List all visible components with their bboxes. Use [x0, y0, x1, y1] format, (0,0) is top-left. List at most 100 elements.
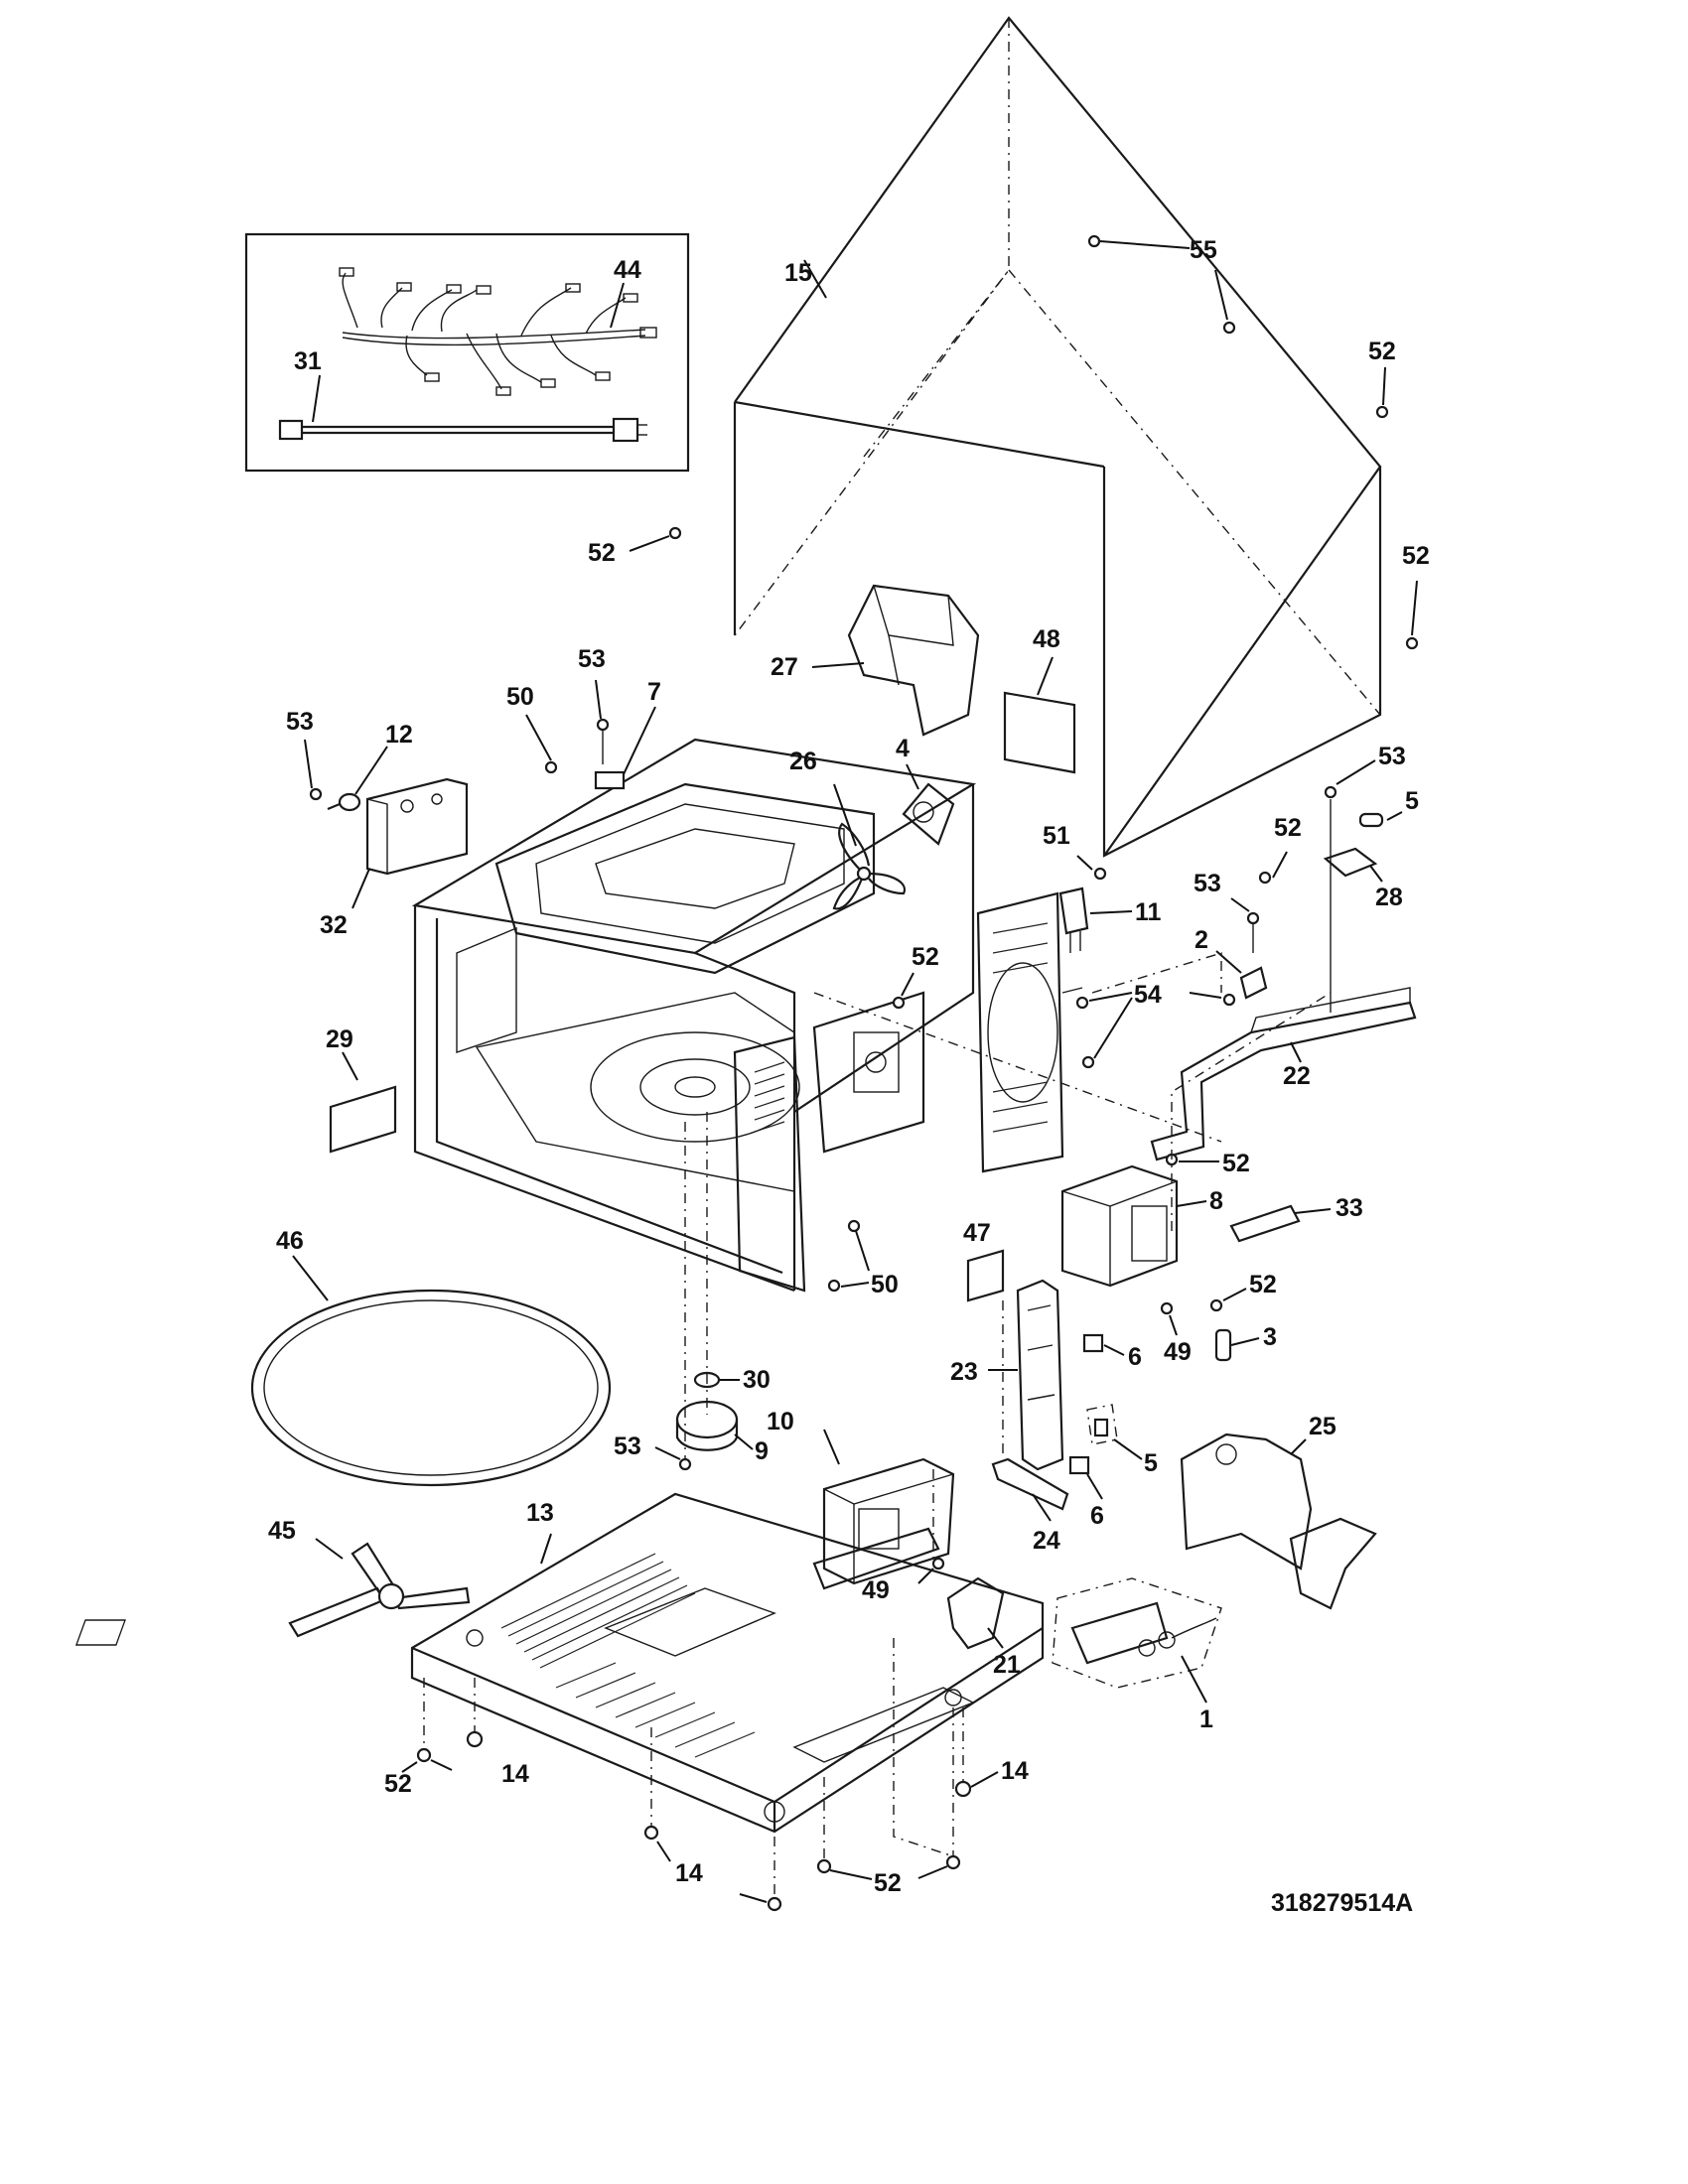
- screw-53-top: 53: [578, 645, 610, 764]
- roller-support-45: 45: [268, 1517, 471, 1638]
- callout-5-top: 5: [1405, 787, 1419, 815]
- callout-13: 13: [526, 1499, 554, 1527]
- callout-14-mid: 14: [675, 1859, 703, 1887]
- screw-50-bottom: 50: [827, 1219, 899, 1298]
- callout-32: 32: [320, 911, 348, 939]
- callout-7: 7: [647, 678, 661, 706]
- drawing-number: 318279514A: [1271, 1889, 1413, 1917]
- callout-14-right: 14: [1001, 1757, 1029, 1785]
- screw-50-top: 50: [506, 683, 558, 774]
- screw-55-side: [1214, 269, 1236, 335]
- callout-50-bottom: 50: [871, 1271, 899, 1298]
- noise-filter-11: 11: [1058, 887, 1162, 953]
- callout-10: 10: [767, 1408, 794, 1435]
- base-plate: 13: [74, 1492, 1045, 1834]
- callout-52-base-left: 52: [384, 1770, 412, 1798]
- callout-31: 31: [294, 347, 322, 375]
- oven-cavity: [411, 738, 1083, 1293]
- label-29: 29: [326, 1025, 397, 1154]
- callout-23: 23: [950, 1358, 978, 1386]
- screw-52-bracket: 52: [1165, 1150, 1250, 1177]
- wire-harness: [339, 267, 657, 396]
- callout-52-cabinet-right: 52: [1402, 542, 1430, 570]
- switch-2: 2: [1195, 926, 1268, 1000]
- callout-49-right: 49: [1164, 1338, 1192, 1366]
- capacitor-1: 1: [1052, 1577, 1222, 1733]
- base-vent-grille-bottom: [555, 1662, 756, 1758]
- callout-11: 11: [1135, 898, 1162, 926]
- board-28: 28: [1323, 847, 1403, 911]
- switch-6-lower: 6: [1068, 1455, 1104, 1530]
- callout-26: 26: [789, 748, 817, 775]
- fan-grille: [976, 891, 1064, 1173]
- callout-8: 8: [1209, 1187, 1223, 1215]
- callout-48: 48: [1033, 625, 1060, 653]
- callout-27: 27: [771, 653, 798, 681]
- callout-6-lower: 6: [1090, 1502, 1104, 1530]
- callout-50-top: 50: [506, 683, 534, 711]
- lever-24: 24: [991, 1457, 1069, 1555]
- callout-15: 15: [784, 259, 812, 287]
- latch-bracket-23: 23: [950, 1279, 1064, 1471]
- callout-54: 54: [1134, 981, 1162, 1009]
- screw-53-base: 53: [614, 1433, 692, 1471]
- callout-4: 4: [896, 735, 910, 762]
- magnetron-8: 8: [1060, 1164, 1223, 1288]
- callout-52-waveguide: 52: [912, 943, 939, 971]
- base-feet: 52 14 14 52 14: [384, 1678, 1029, 1912]
- outer-cabinet: 15: [733, 16, 1382, 858]
- strip-33: 33: [1229, 1194, 1363, 1243]
- callout-9: 9: [755, 1437, 769, 1465]
- label-47: 47: [963, 1219, 1005, 1302]
- assembly-guide-lines: [813, 952, 1332, 1857]
- callout-53-base: 53: [614, 1433, 641, 1460]
- callout-14-left: 14: [501, 1760, 529, 1788]
- screw-52-waveguide: 52: [892, 943, 939, 1010]
- fuse-5-top: 5: [1358, 787, 1419, 828]
- screw-53-mid: 53: [1194, 870, 1260, 953]
- screw-53-left: 53: [286, 708, 323, 801]
- callout-52-cabinet-left: 52: [588, 539, 616, 567]
- callout-44: 44: [614, 256, 641, 284]
- callout-24: 24: [1033, 1527, 1060, 1555]
- thermal-cutout-12: 12: [327, 721, 413, 812]
- wiring-inset: 44 31: [244, 232, 690, 473]
- fan-motor: 4: [896, 735, 955, 846]
- screw-49-left: 49: [862, 1557, 945, 1604]
- screw-55-top: [1087, 234, 1191, 249]
- duct-25: 25: [1180, 1413, 1377, 1610]
- callout-12: 12: [385, 721, 413, 749]
- back-bracket: 32: [320, 777, 469, 939]
- screw-53-right: 53: [1324, 743, 1406, 1013]
- thermostat-7: 7: [594, 678, 661, 790]
- callout-2: 2: [1195, 926, 1208, 954]
- callout-52-cabinet-bottom: 52: [1274, 814, 1302, 842]
- cavity-side-mesh: [754, 1061, 785, 1133]
- callout-49-left: 49: [862, 1576, 890, 1604]
- transformer-10: 10: [767, 1408, 955, 1590]
- callout-53-mid: 53: [1194, 870, 1221, 897]
- callout-46: 46: [276, 1227, 304, 1255]
- callout-1: 1: [1199, 1706, 1213, 1733]
- callout-5-lower: 5: [1144, 1449, 1158, 1477]
- callout-51: 51: [1043, 822, 1070, 850]
- callout-47: 47: [963, 1219, 991, 1247]
- callout-53-right: 53: [1378, 743, 1406, 770]
- callout-52-bracket: 52: [1222, 1150, 1250, 1177]
- callout-55: 55: [1190, 236, 1217, 264]
- callout-33: 33: [1336, 1194, 1363, 1222]
- callout-52-base-right: 52: [874, 1869, 902, 1897]
- base-vent-grille-top: [500, 1553, 696, 1669]
- callout-53-top: 53: [578, 645, 606, 673]
- callout-6-upper: 6: [1128, 1343, 1142, 1371]
- callout-29: 29: [326, 1025, 353, 1053]
- callout-52-fuse: 52: [1249, 1271, 1277, 1298]
- fan-blade: 26: [789, 748, 907, 910]
- callout-53-left: 53: [286, 708, 314, 736]
- screw-51: 51: [1043, 822, 1107, 881]
- inset-frame: [244, 232, 690, 473]
- air-guide: 27: [771, 584, 980, 737]
- roller-ring-46: 46: [250, 1227, 612, 1487]
- callout-30: 30: [743, 1366, 771, 1394]
